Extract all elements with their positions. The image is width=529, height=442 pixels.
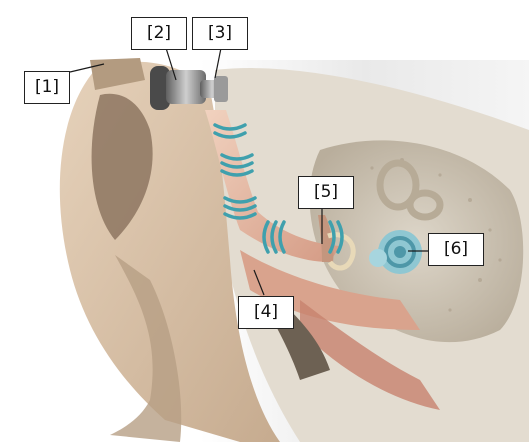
callout-label-6: [6] [428, 233, 484, 266]
leader-line-4 [254, 270, 264, 295]
callout-label-5: [5] [298, 176, 354, 209]
leader-line-3 [215, 48, 221, 78]
leader-line-2 [166, 48, 176, 80]
callout-label-3: [3] [192, 17, 248, 50]
callout-label-4: [4] [238, 296, 294, 329]
callout-label-2: [2] [131, 17, 187, 50]
callout-label-1: [1] [24, 71, 70, 104]
leader-line-1 [70, 64, 104, 72]
